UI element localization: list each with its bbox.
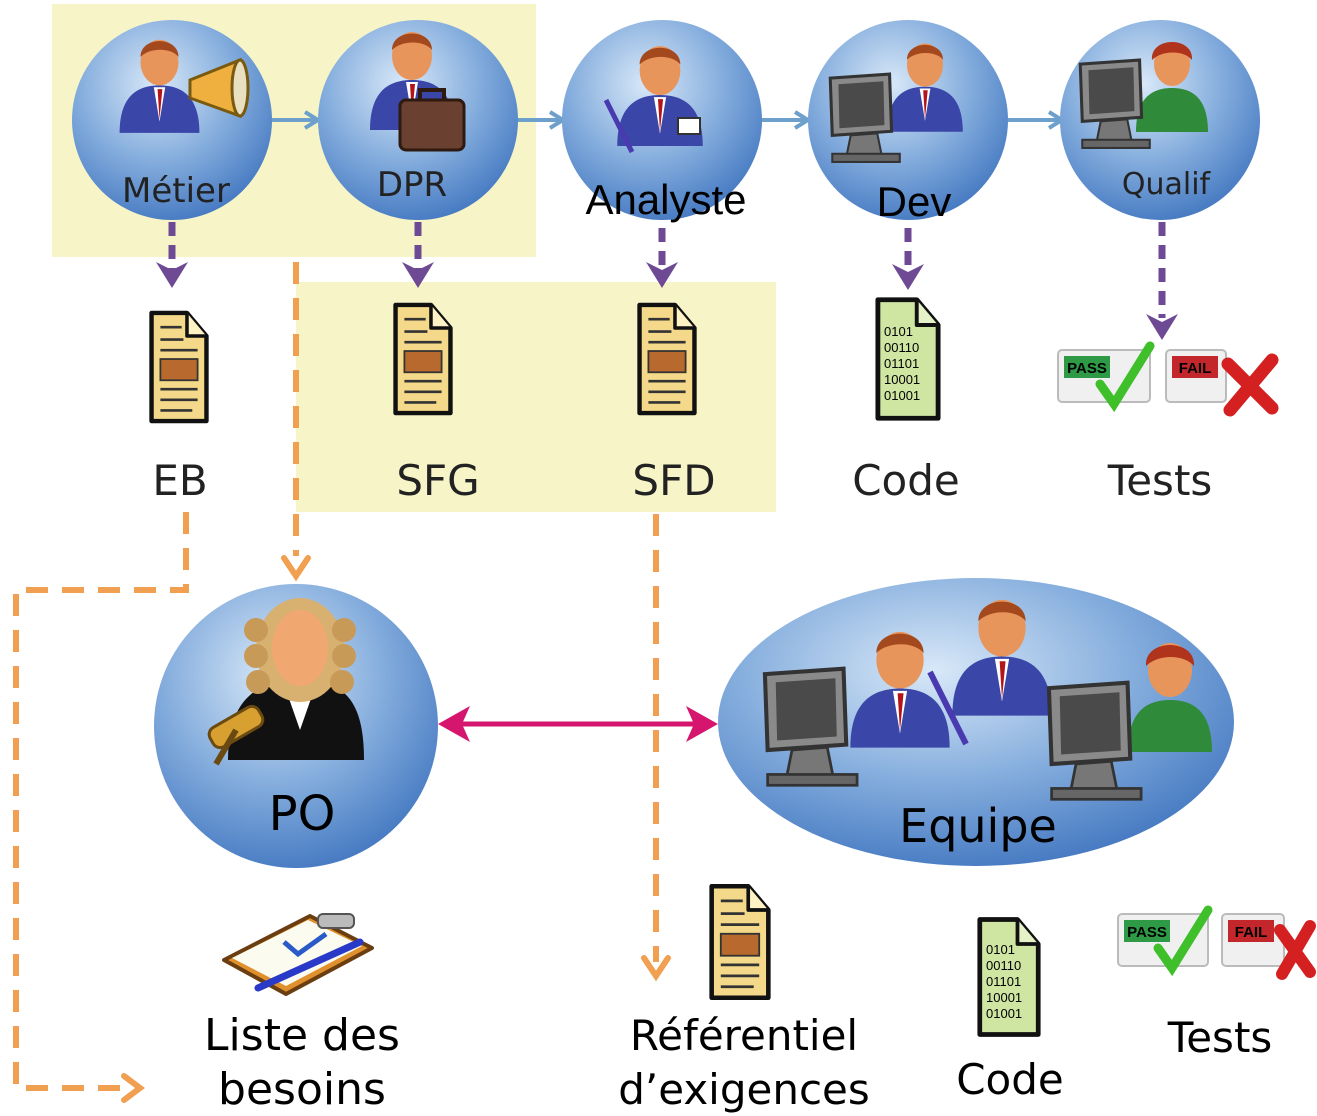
po-node: PO	[154, 584, 438, 868]
fail-badge-text: FAIL	[1235, 924, 1268, 941]
code-file-icon: 0101 00110 01101 10001 01001	[878, 300, 938, 419]
transformation-arrowheads	[121, 555, 671, 1103]
role-label-analyste: Analyste	[585, 176, 746, 223]
code-digits-line: 01001	[884, 388, 920, 403]
document-icon	[396, 305, 451, 413]
code-digits-line: 0101	[986, 942, 1015, 957]
code-digits-line: 01101	[986, 974, 1021, 989]
output-label-code: Code	[956, 1055, 1064, 1104]
analyst-pen-icon	[603, 46, 703, 154]
output-label-requirements-line2: d’exigences	[618, 1065, 870, 1114]
businessman-briefcase-icon	[370, 32, 466, 152]
deliverable-arrows	[168, 222, 1166, 318]
tester-computer-icon	[1078, 42, 1208, 150]
role-metier: Métier	[72, 20, 272, 220]
po-label: PO	[269, 786, 336, 842]
deliverable-arrowheads	[156, 262, 1178, 340]
pass-fail-icon: PASS FAIL	[1117, 905, 1316, 980]
role-label-metier: Métier	[122, 171, 230, 211]
output-label-needs-line2: besoins	[218, 1064, 386, 1115]
role-label-dev: Dev	[877, 178, 952, 225]
judge-gavel-icon	[207, 598, 364, 766]
code-digits-line: 00110	[884, 340, 919, 355]
code-digits-line: 01101	[884, 356, 919, 371]
output-label-needs-line1: Liste des	[204, 1010, 400, 1061]
team-label: Equipe	[899, 799, 1057, 853]
deliverable-label-tests: Tests	[1107, 456, 1213, 505]
fail-badge-text: FAIL	[1179, 360, 1212, 377]
deliverable-label-eb: EB	[152, 456, 207, 505]
document-icon	[640, 305, 695, 413]
code-digits-line: 00110	[986, 958, 1021, 973]
document-icon	[712, 886, 769, 998]
output-label-tests: Tests	[1167, 1013, 1273, 1062]
pass-badge-text: PASS	[1067, 360, 1107, 377]
pass-fail-icon: PASS FAIL	[1057, 341, 1279, 417]
code-digits-line: 10001	[986, 990, 1022, 1005]
transformation-flows	[13, 262, 659, 1091]
deliverable-label-sfd: SFD	[632, 456, 715, 505]
role-label-qualif: Qualif	[1122, 167, 1212, 202]
role-label-dpr: DPR	[377, 165, 447, 205]
team-node: Equipe	[718, 578, 1234, 866]
document-icon	[152, 313, 207, 421]
clipboard-icon	[222, 913, 374, 996]
output-label-requirements-line1: Référentiel	[630, 1011, 858, 1060]
role-analyste: Analyste	[562, 20, 762, 223]
team-group-icon	[765, 599, 1212, 799]
manager-megaphone-icon	[119, 39, 250, 133]
role-dev: Dev	[808, 20, 1008, 225]
deliverable-label-code: Code	[852, 456, 960, 505]
collaboration-arrow	[438, 706, 718, 742]
deliverable-label-sfg: SFG	[396, 456, 479, 505]
code-file-icon: 0101 00110 01101 10001 01001	[980, 919, 1038, 1034]
role-dpr: DPR	[318, 20, 518, 220]
role-qualif: Qualif	[1060, 20, 1260, 220]
code-digits-line: 01001	[986, 1006, 1022, 1021]
pass-badge-text: PASS	[1127, 924, 1167, 941]
code-digits-line: 0101	[884, 324, 913, 339]
code-digits-line: 10001	[884, 372, 920, 387]
